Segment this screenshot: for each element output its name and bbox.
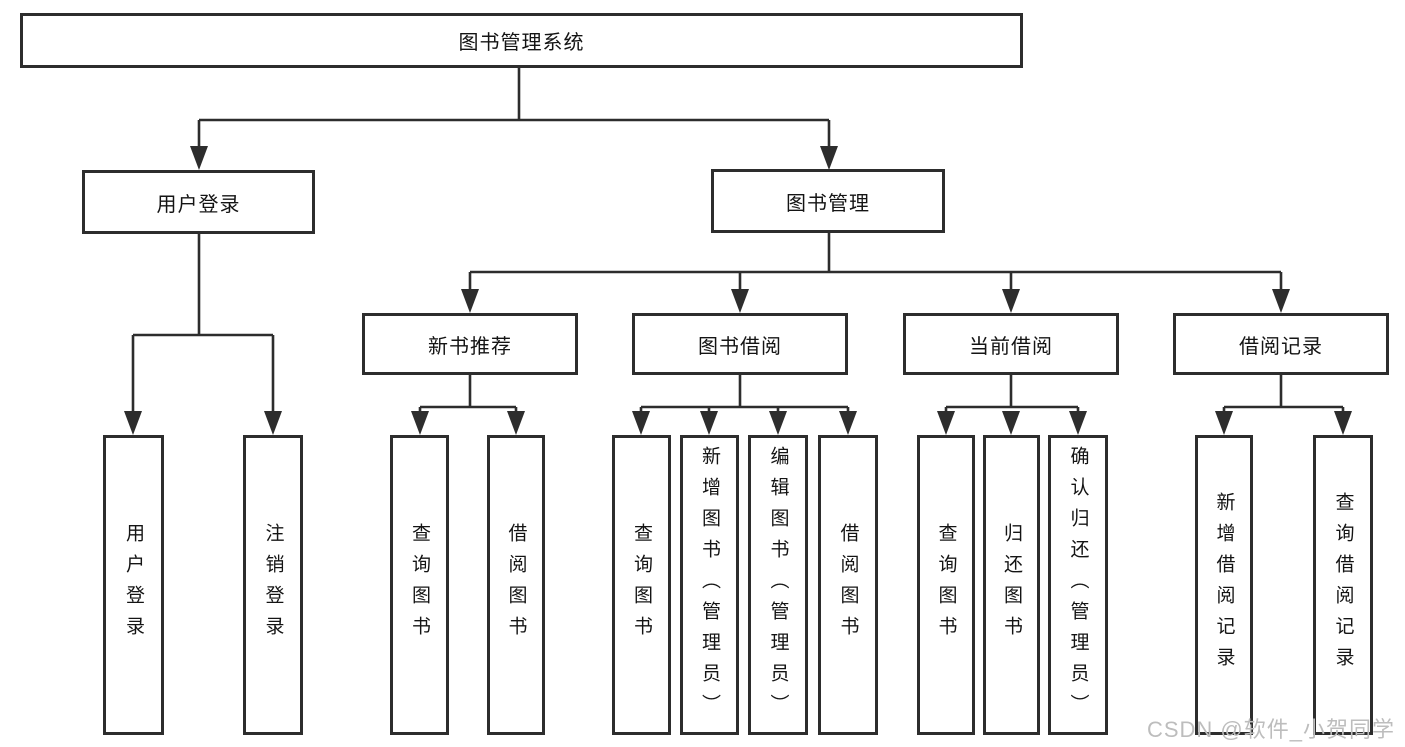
connector-current-to-leaves (937, 375, 1087, 435)
arrowhead-l3-3 (1272, 289, 1290, 313)
leaf-label: 查询图书 (935, 523, 957, 647)
leaf-label: 归还图书 (1001, 523, 1022, 647)
leaf-label: 借阅图书 (837, 523, 859, 647)
leaf-label: 新增图书（管理员） (699, 445, 720, 725)
connector-records-to-leaves (1215, 375, 1352, 435)
connector-root-to-level2 (190, 68, 838, 170)
leaf-borrow-book: 借阅图书 (818, 435, 878, 735)
leaf-label: 借阅图书 (505, 523, 527, 647)
arrowhead-l3-1 (731, 289, 749, 313)
leaf-add-borrow-record: 新增借阅记录 (1195, 435, 1253, 735)
arrowhead-l3-0 (461, 289, 479, 313)
leaf-edit-book-admin: 编辑图书（管理员） (748, 435, 808, 735)
leaf-recommend-borrow-books: 借阅图书 (487, 435, 545, 735)
arrowhead-book-mgmt (820, 146, 838, 170)
leaf-label: 用户登录 (123, 523, 144, 647)
node-book-borrow: 图书借阅 (632, 313, 848, 375)
leaf-return-book: 归还图书 (983, 435, 1040, 735)
leaf-label: 查询图书 (631, 523, 652, 647)
leaf-label: 确认归还（管理员） (1067, 445, 1089, 725)
leaf-recommend-query-books: 查询图书 (390, 435, 449, 735)
leaf-confirm-return-admin: 确认归还（管理员） (1048, 435, 1108, 735)
leaf-label: 新增借阅记录 (1213, 492, 1235, 678)
node-new-book-recommend: 新书推荐 (362, 313, 578, 375)
leaf-user-login: 用户登录 (103, 435, 164, 735)
node-user-login: 用户登录 (82, 170, 315, 234)
connector-recommend-to-leaves (411, 375, 525, 435)
arrowhead-login-leaf-1 (264, 411, 282, 435)
connector-mgmt-to-level3 (461, 233, 1290, 313)
connector-borrow-to-leaves (632, 375, 857, 435)
node-root-system: 图书管理系统 (20, 13, 1023, 68)
leaf-add-book-admin: 新增图书（管理员） (680, 435, 739, 735)
watermark-text: CSDN @软件_小贺同学 (1146, 717, 1395, 742)
arrowhead-l3-2 (1002, 289, 1020, 313)
leaf-current-query-books: 查询图书 (917, 435, 975, 735)
node-book-management: 图书管理 (711, 169, 945, 233)
leaf-label: 查询借阅记录 (1332, 492, 1354, 678)
node-current-borrow: 当前借阅 (903, 313, 1119, 375)
connector-login-to-leaves (124, 234, 282, 435)
arrowhead-login-leaf-0 (124, 411, 142, 435)
leaf-logout: 注销登录 (243, 435, 303, 735)
leaf-label: 编辑图书（管理员） (767, 445, 789, 725)
leaf-label: 查询图书 (409, 523, 430, 647)
leaf-label: 注销登录 (262, 523, 284, 647)
leaf-borrow-query-books: 查询图书 (612, 435, 671, 735)
node-borrow-records: 借阅记录 (1173, 313, 1389, 375)
leaf-query-borrow-record: 查询借阅记录 (1313, 435, 1373, 735)
arrowhead-user-login (190, 146, 208, 170)
